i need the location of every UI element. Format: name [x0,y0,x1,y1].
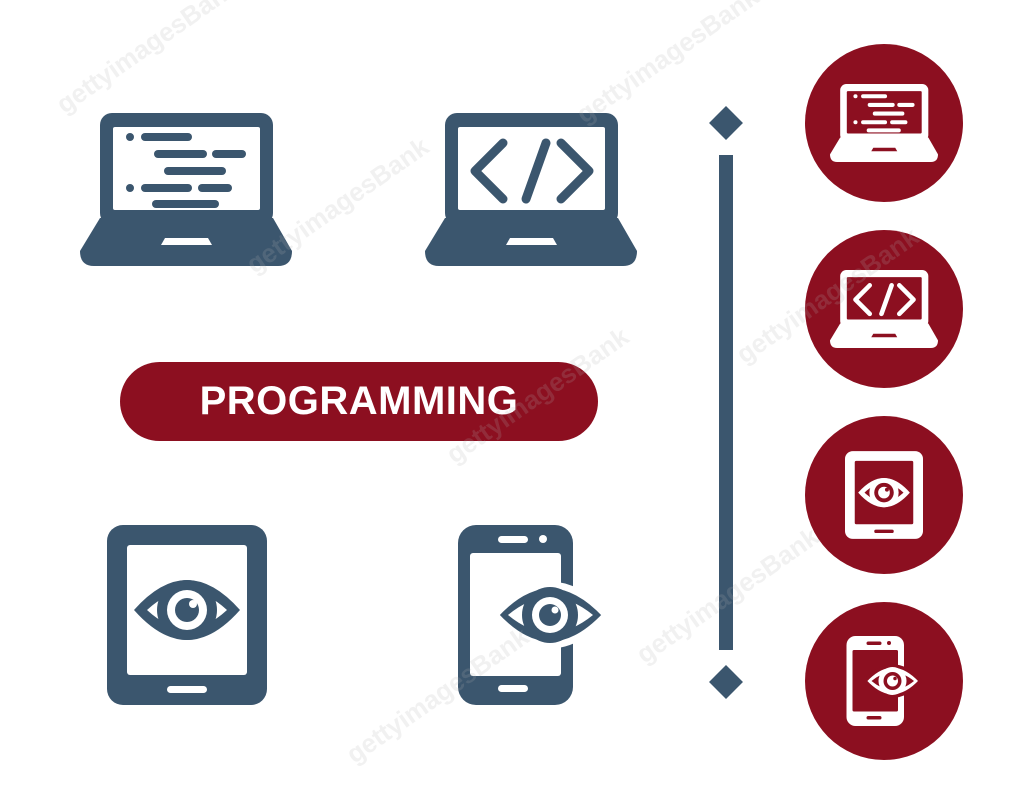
diamond-top-icon [709,106,743,140]
circle-laptop-code-icon [805,44,963,202]
diamond-bottom-icon [709,665,743,699]
circle-phone-eye-icon [805,602,963,760]
laptop-code-icon [80,113,292,266]
title-label: PROGRAMMING [199,379,519,423]
phone-eye-icon [458,525,606,705]
circle-laptop-brackets-icon [805,230,963,388]
vertical-divider [709,106,743,699]
laptop-brackets-icon [425,113,637,266]
circle-tablet-eye-icon [805,416,963,574]
tablet-eye-icon [107,525,267,705]
programming-title-pill: PROGRAMMING [120,362,598,441]
